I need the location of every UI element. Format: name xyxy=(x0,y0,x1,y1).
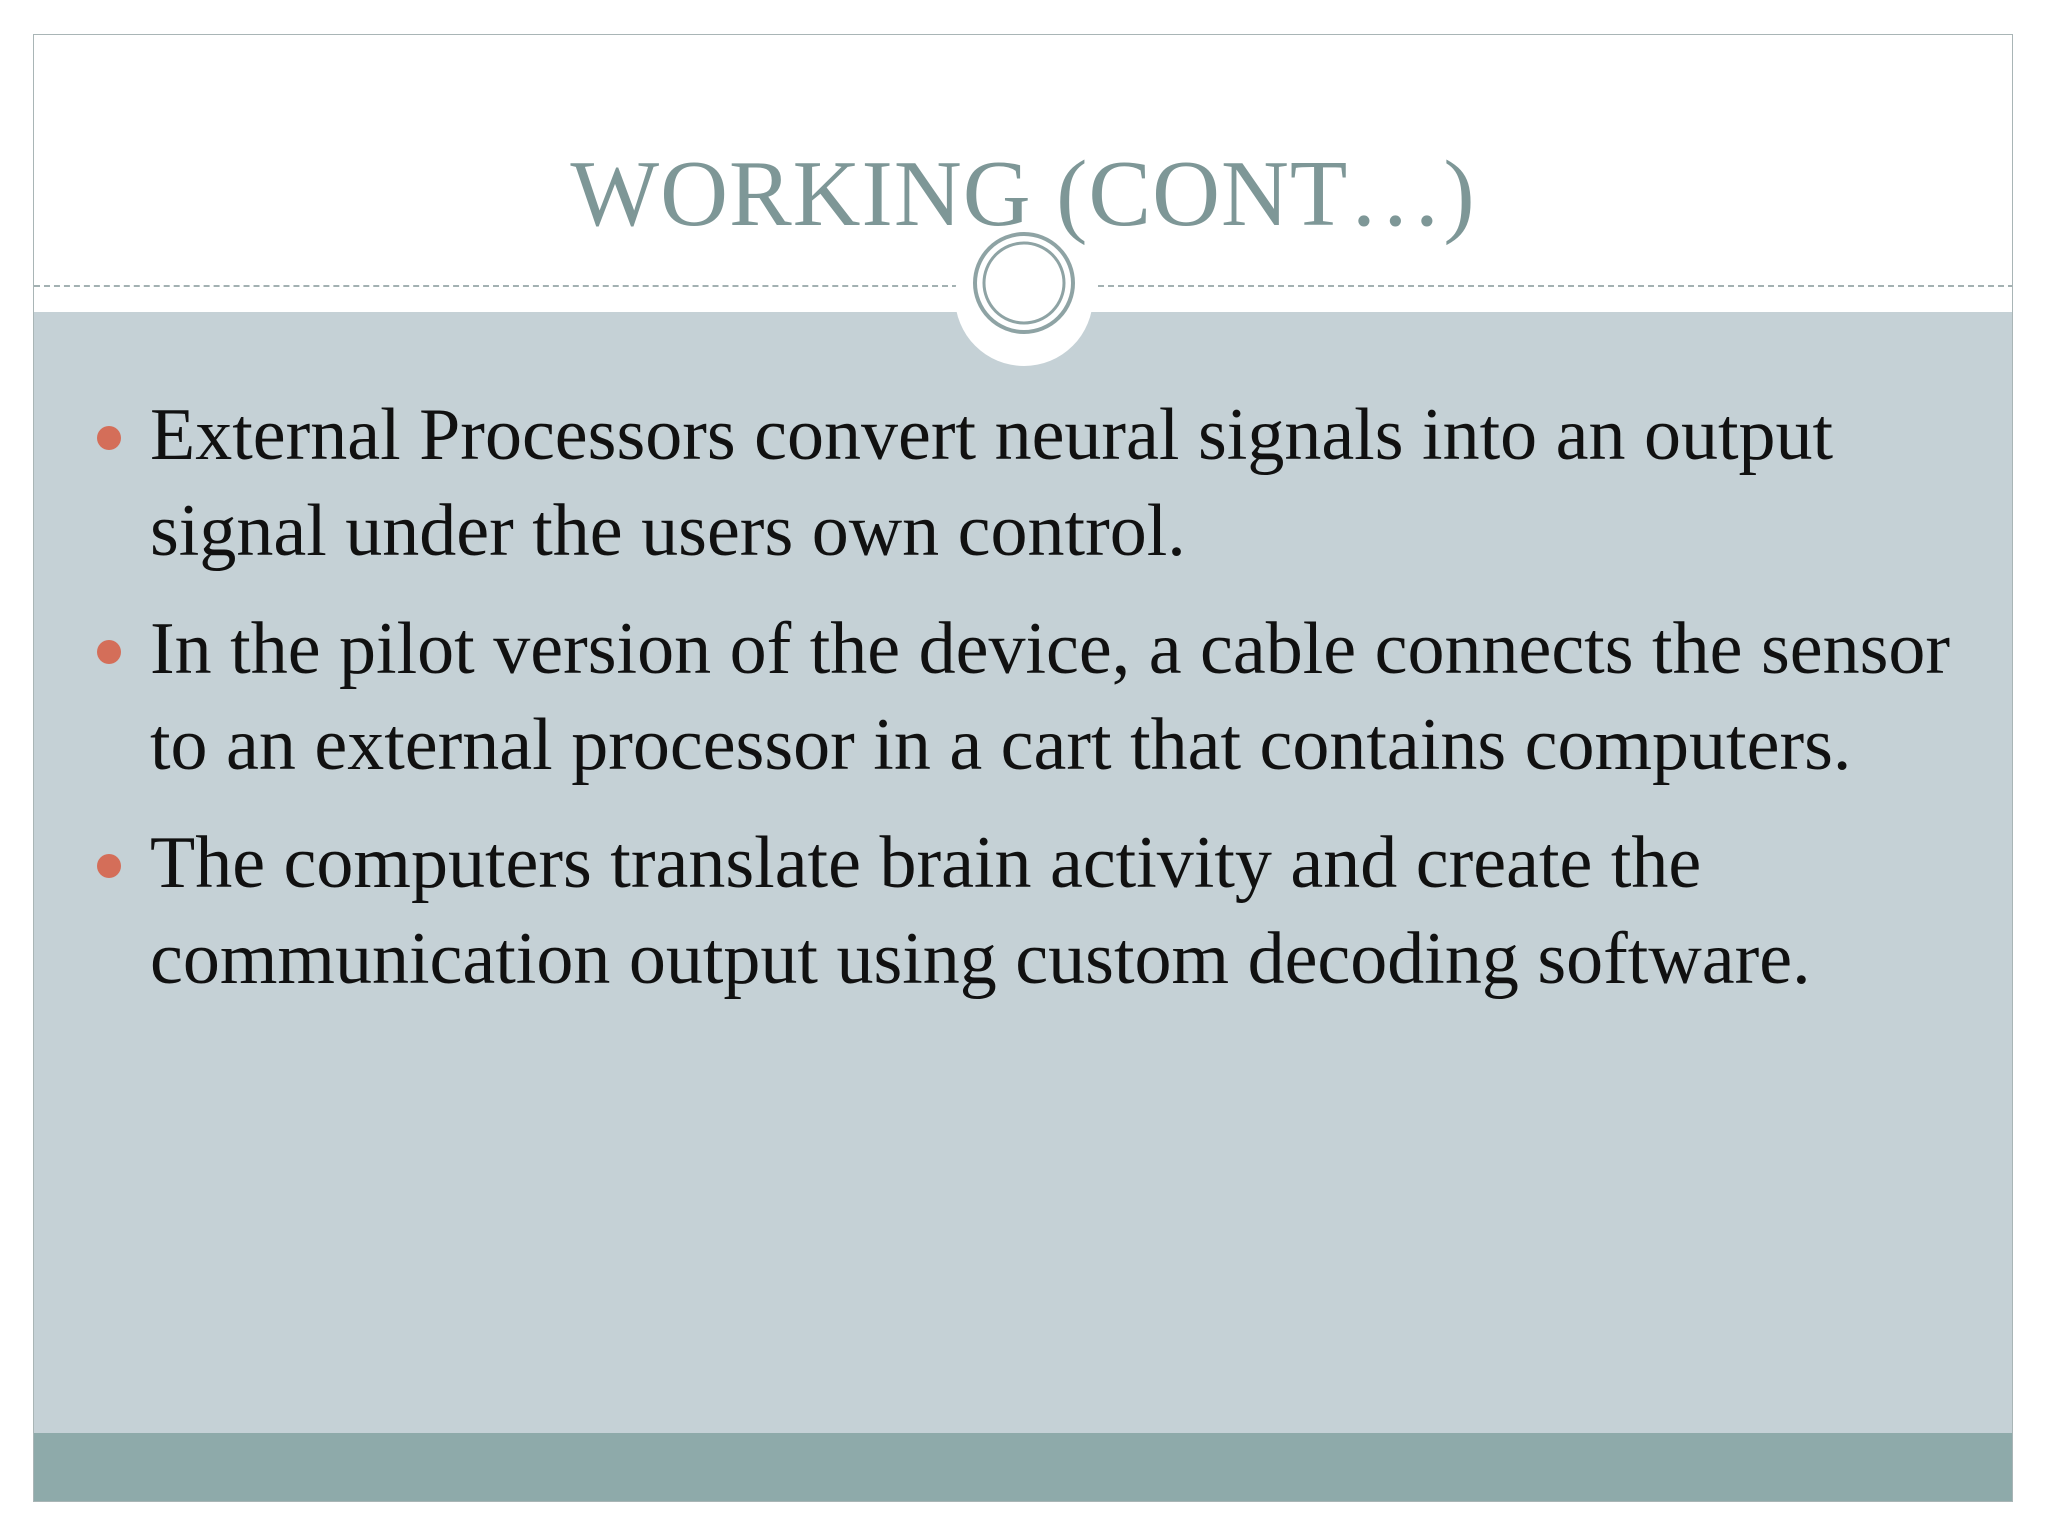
bullet-list: External Processors convert neural signa… xyxy=(34,387,2012,1029)
double-circle-icon xyxy=(973,232,1075,334)
round-bullet-icon xyxy=(97,426,121,450)
title-divider-left xyxy=(34,285,958,287)
bullet-text: In the pilot version of the device, a ca… xyxy=(150,608,1951,786)
bullet-text: External Processors convert neural signa… xyxy=(150,394,1834,572)
bullet-item: The computers translate brain activity a… xyxy=(34,815,2012,1007)
title-divider-right xyxy=(1098,285,2012,287)
footer-bar xyxy=(34,1433,2012,1501)
content-area xyxy=(34,312,2012,1433)
bullet-item: In the pilot version of the device, a ca… xyxy=(34,601,2012,793)
round-bullet-icon xyxy=(97,854,121,878)
bullet-text: The computers translate brain activity a… xyxy=(150,822,1811,1000)
round-bullet-icon xyxy=(97,640,121,664)
bullet-item: External Processors convert neural signa… xyxy=(34,387,2012,579)
slide: WORKING (CONT…) External Processors conv… xyxy=(33,34,2013,1502)
